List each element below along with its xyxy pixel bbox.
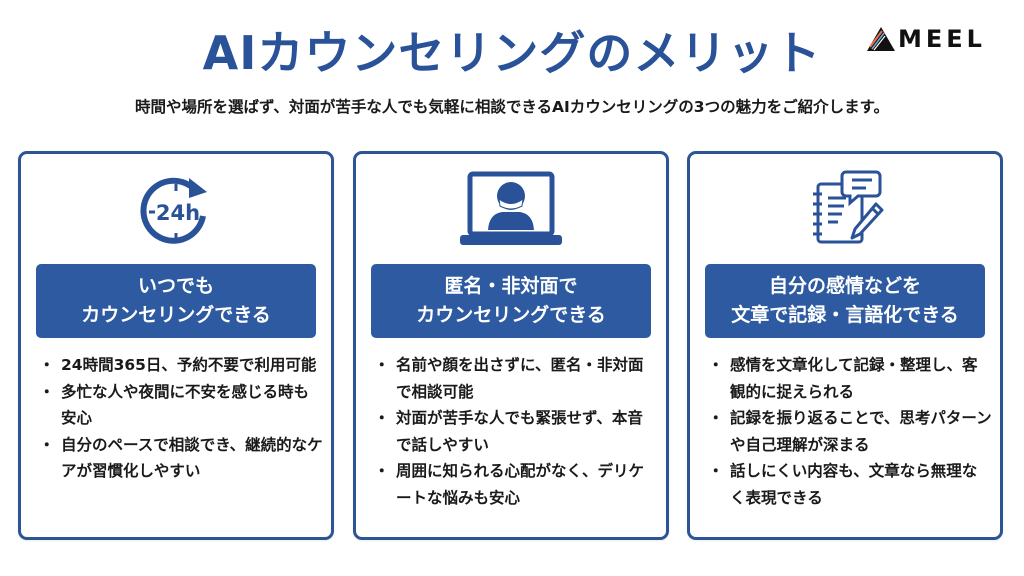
card-label: いつでも カウンセリングできる	[36, 264, 316, 338]
bullet-item: 対面が苦手な人でも緊張せず、本音で話しやすい	[374, 405, 658, 458]
card-label: 匿名・非対面で カウンセリングできる	[371, 264, 651, 338]
bullet-item: 多忙な人や夜間に不安を感じる時も安心	[39, 379, 323, 432]
page-title: AIカウンセリングのメリット	[202, 26, 822, 80]
clock-24h-icon: 24h	[140, 177, 207, 244]
card-label-line: 自分の感情などを	[768, 275, 921, 297]
merit-card-anonymous: 匿名・非対面で カウンセリングできる 名前や顔を出さずに、匿名・非対面で相談可能…	[353, 151, 669, 540]
notebook-pen-chat-icon	[813, 170, 884, 244]
bullet-item: 記録を振り返ることで、思考パターンや自己理解が深まる	[708, 405, 992, 458]
card-label-line: 文章で記録・言語化できる	[731, 304, 959, 326]
card-icon-wrapper: 24h	[21, 166, 331, 256]
card-bullet-list: 感情を文章化して記録・整理し、客観的に捉えられる 記録を振り返ることで、思考パタ…	[708, 352, 992, 511]
laptop-masked-person-icon	[460, 171, 562, 245]
card-bullet-list: 名前や顔を出さずに、匿名・非対面で相談可能 対面が苦手な人でも緊張せず、本音で話…	[374, 352, 658, 511]
triangle-mountain-logo-icon	[867, 27, 895, 51]
merit-card-journaling: 自分の感情などを 文章で記録・言語化できる 感情を文章化して記録・整理し、客観的…	[687, 151, 1003, 540]
bullet-item: 自分のペースで相談でき、継続的なケアが習慣化しやすい	[39, 432, 323, 485]
svg-text:24h: 24h	[156, 201, 200, 225]
logo-text: MEEL	[898, 25, 986, 53]
card-icon-wrapper	[356, 166, 666, 256]
card-bullet-list: 24時間365日、予約不要で利用可能 多忙な人や夜間に不安を感じる時も安心 自分…	[39, 352, 323, 485]
page-subtitle: 時間や場所を選ばず、対面が苦手な人でも気軽に相談できるAIカウンセリングの3つの…	[134, 98, 890, 116]
merit-card-anytime: 24h いつでも カウンセリングできる 24時間365日、予約不要で利用可能 多…	[18, 151, 334, 540]
card-label-line: いつでも	[137, 275, 214, 297]
card-icon-wrapper	[690, 166, 1000, 256]
bullet-item: 周囲に知られる心配がなく、デリケートな悩みも安心	[374, 458, 658, 511]
bullet-item: 話しにくい内容も、文章なら無理なく表現できる	[708, 458, 992, 511]
card-label-line: 匿名・非対面で	[444, 275, 578, 297]
brand-logo: MEEL	[866, 22, 1006, 56]
card-label-line: カウンセリングできる	[416, 304, 606, 326]
bullet-item: 24時間365日、予約不要で利用可能	[39, 352, 323, 379]
bullet-item: 感情を文章化して記録・整理し、客観的に捉えられる	[708, 352, 992, 405]
card-label-line: カウンセリングできる	[81, 304, 271, 326]
bullet-item: 名前や顔を出さずに、匿名・非対面で相談可能	[374, 352, 658, 405]
card-label: 自分の感情などを 文章で記録・言語化できる	[705, 264, 985, 338]
